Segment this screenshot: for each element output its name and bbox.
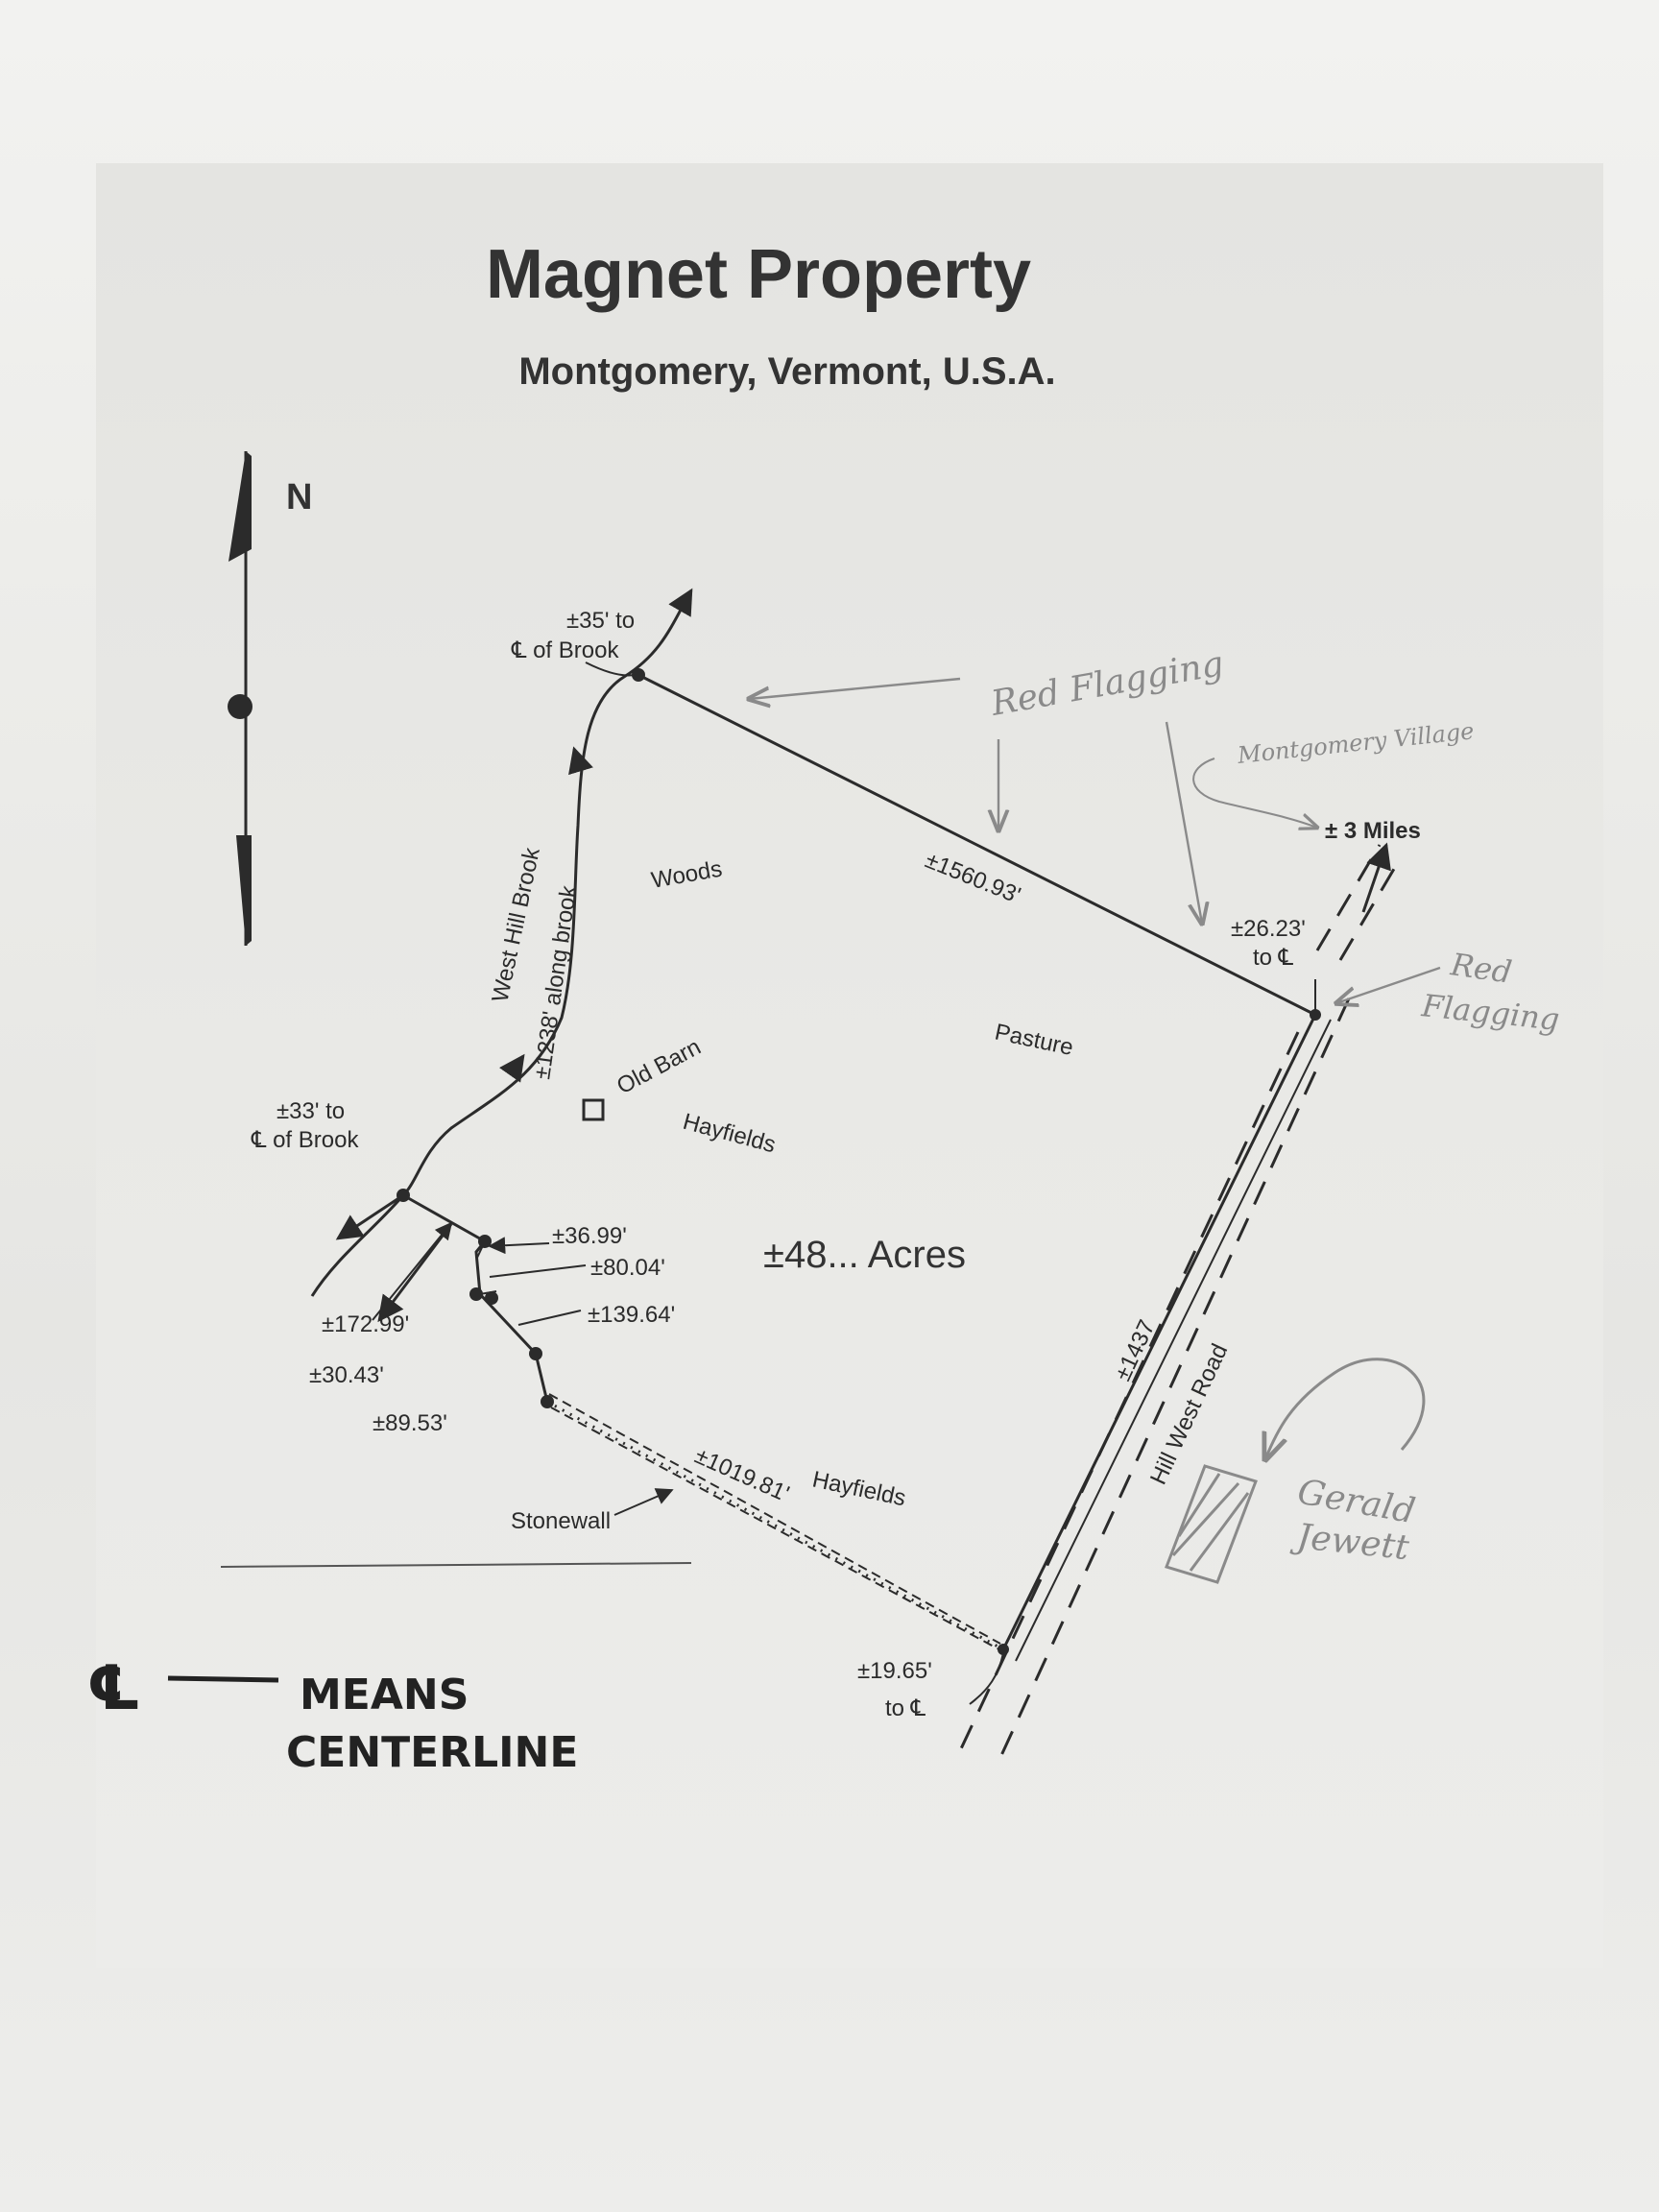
map-title: Magnet Property (486, 236, 1031, 313)
property-boundary (402, 673, 1332, 1662)
measure-80-04: ±80.04' (590, 1255, 665, 1281)
brook-top-offset-2: ℄ of Brook (511, 637, 619, 663)
brook-length-label: ±1238' along brook (529, 883, 582, 1081)
map-subtitle: Montgomery, Vermont, U.S.A. (518, 350, 1055, 393)
legend-line-2: CENTERLINE (286, 1728, 578, 1777)
red-flagging-top-label: Red Flagging (987, 644, 1226, 724)
south-boundary-length: ±1019.81' (691, 1443, 793, 1507)
stonewall-label: Stonewall (511, 1508, 611, 1534)
north-boundary-length: ±1560.93' (922, 848, 1024, 909)
road-se-offset-1: ±19.65' (857, 1658, 932, 1684)
village-pointer-arrow (1192, 757, 1317, 828)
measure-89-53: ±89.53' (373, 1410, 447, 1436)
measure-30-43: ±30.43' (309, 1362, 384, 1388)
hill-west-road (955, 842, 1396, 1763)
road-ne-offset-2: to ℄ (1253, 945, 1294, 971)
road-length-label: ±1437 (1110, 1316, 1161, 1385)
village-distance-label: ± 3 Miles (1325, 818, 1421, 844)
red-flagging-right-2: Flagging (1419, 987, 1561, 1038)
red-flagging-right-1: Red (1448, 946, 1514, 991)
village-name-label: Montgomery Village (1236, 717, 1476, 769)
acreage-label: ±48... Acres (763, 1234, 966, 1276)
old-barn-label: Old Barn (613, 1034, 705, 1099)
legend-line-1: MEANS (300, 1671, 469, 1719)
brook-left-offset-2: ℄ of Brook (251, 1127, 359, 1153)
measure-36-99: ±36.99' (552, 1223, 627, 1249)
brook-left-offset-1: ±33' to (276, 1098, 345, 1124)
measure-139-64: ±139.64' (588, 1302, 675, 1328)
north-arrow-icon (228, 451, 252, 946)
divider-line (220, 1562, 692, 1568)
red-flagging-arrows (749, 677, 1441, 1003)
centerline-symbol: ℄ (86, 1653, 141, 1724)
hayfields-lower-label: Hayfields (810, 1466, 908, 1511)
neighbor-house-icon (1165, 1358, 1426, 1584)
measurement-leaders (372, 661, 1316, 1705)
measure-172-99: ±172.99' (322, 1311, 409, 1337)
brook-name-label: West Hill Brook (487, 845, 545, 1005)
printed-sheet (96, 163, 1603, 1968)
old-barn-icon (582, 1098, 605, 1121)
hayfields-upper-label: Hayfields (680, 1109, 778, 1159)
brook-top-offset-1: ±35' to (566, 608, 635, 634)
legend-dash (167, 1675, 279, 1683)
woods-label: Woods (649, 855, 724, 893)
road-ne-offset-1: ±26.23' (1231, 916, 1306, 942)
road-se-offset-2: to ℄ (885, 1695, 926, 1721)
pasture-label: Pasture (993, 1019, 1076, 1061)
north-label: N (286, 477, 312, 517)
